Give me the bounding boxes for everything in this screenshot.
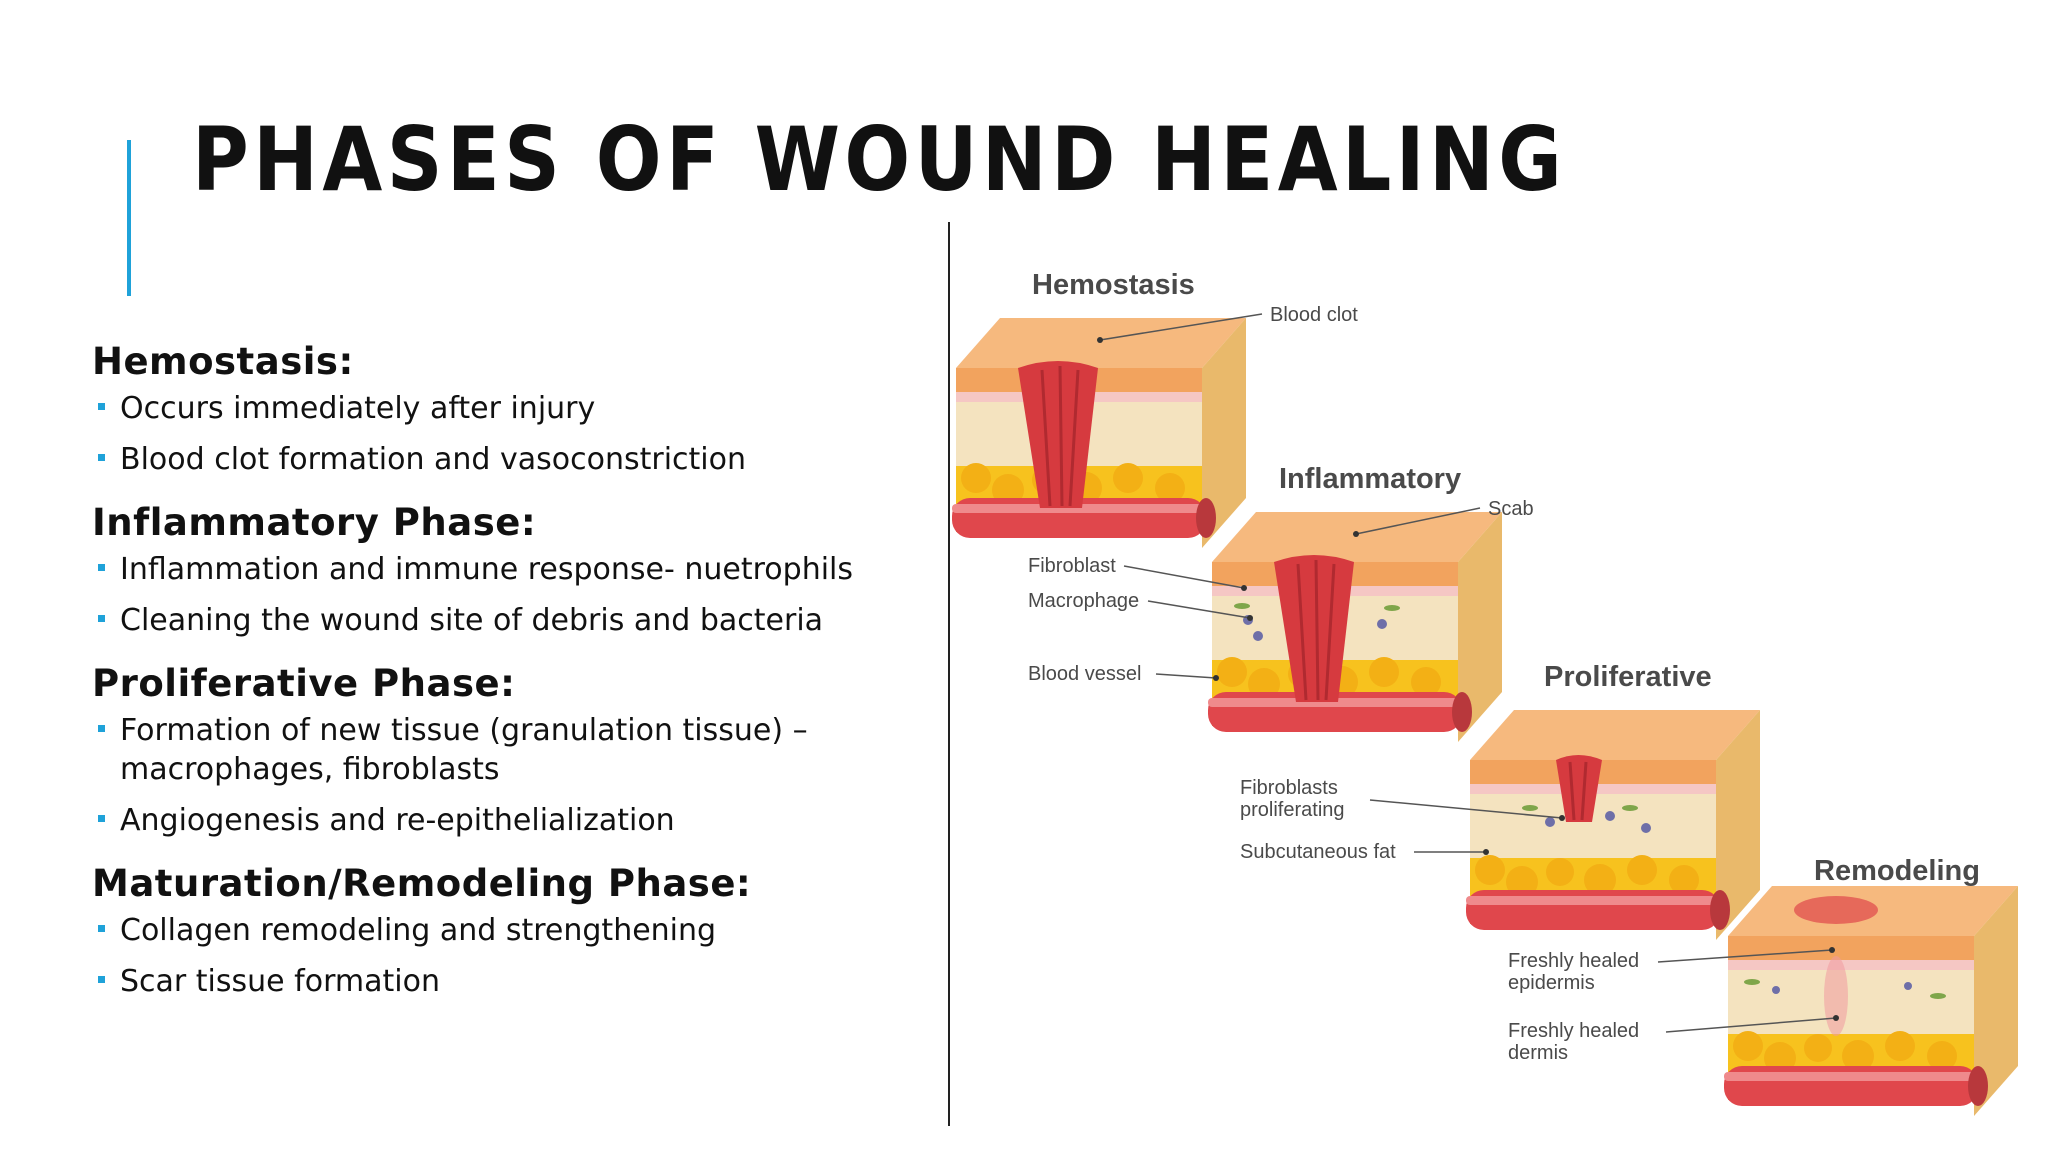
phase-heading: Inflammatory Phase: [92, 501, 537, 544]
label-fibroblasts-proliferating-line1: Fibroblasts [1240, 777, 1338, 799]
label-blood-clot: Blood clot [1270, 304, 1358, 326]
phase-remodeling: Maturation/Remodeling Phase: Collagen re… [92, 862, 952, 1001]
bullet-list: Collagen remodeling and strengthening Sc… [92, 911, 952, 1001]
label-macrophage: Macrophage [1028, 590, 1139, 612]
label-scab: Scab [1488, 498, 1534, 520]
label-fibroblast: Fibroblast [1028, 555, 1116, 577]
wound-healing-diagram: Hemostasis Blood clot Inflammatory Scab … [952, 222, 2048, 1126]
bullet-item: Cleaning the wound site of debris and ba… [92, 601, 952, 640]
phase-heading: Maturation/Remodeling Phase: [92, 862, 752, 905]
stage-title-inflammatory: Inflammatory [1279, 463, 1461, 495]
label-freshly-healed-epidermis-line2: epidermis [1508, 972, 1595, 994]
label-subcutaneous-fat: Subcutaneous fat [1240, 841, 1396, 863]
label-freshly-healed-dermis-line2: dermis [1508, 1042, 1568, 1064]
remodeling-block [1724, 886, 2018, 1116]
bullet-list: Formation of new tissue (granulation tis… [92, 711, 952, 840]
title-accent-bar [127, 140, 131, 296]
label-fibroblasts-proliferating-line2: proliferating [1240, 799, 1345, 821]
phase-list: Hemostasis: Occurs immediately after inj… [92, 340, 952, 1023]
bullet-item: Inflammation and immune response- nuetro… [92, 550, 952, 589]
phase-inflammatory: Inflammatory Phase: Inflammation and imm… [92, 501, 952, 640]
proliferative-block [1466, 710, 1760, 940]
bullet-item: Formation of new tissue (granulation tis… [92, 711, 952, 789]
inflammatory-block [1208, 512, 1502, 742]
label-freshly-healed-dermis-line1: Freshly healed [1508, 1020, 1639, 1042]
stage-title-remodeling: Remodeling [1814, 855, 1980, 887]
phase-heading: Proliferative Phase: [92, 662, 516, 705]
bullet-list: Inflammation and immune response- nuetro… [92, 550, 952, 640]
bullet-item: Angiogenesis and re-epithelialization [92, 801, 952, 840]
stage-title-proliferative: Proliferative [1544, 661, 1712, 693]
bullet-item: Collagen remodeling and strengthening [92, 911, 952, 950]
bullet-item: Occurs immediately after injury [92, 389, 952, 428]
stage-title-hemostasis: Hemostasis [1032, 269, 1195, 301]
phase-hemostasis: Hemostasis: Occurs immediately after inj… [92, 340, 952, 479]
bullet-item: Scar tissue formation [92, 962, 952, 1001]
phase-heading: Hemostasis: [92, 340, 354, 383]
phase-proliferative: Proliferative Phase: Formation of new ti… [92, 662, 952, 840]
slide-title: PHASES OF WOUND HEALING [192, 108, 1567, 211]
column-divider [948, 222, 950, 1126]
bullet-item: Blood clot formation and vasoconstrictio… [92, 440, 952, 479]
label-freshly-healed-epidermis-line1: Freshly healed [1508, 950, 1639, 972]
hemostasis-block [952, 318, 1246, 548]
wound-healing-illustration: Hemostasis Blood clot Inflammatory Scab … [952, 269, 2018, 1116]
label-blood-vessel: Blood vessel [1028, 663, 1141, 685]
bullet-list: Occurs immediately after injury Blood cl… [92, 389, 952, 479]
